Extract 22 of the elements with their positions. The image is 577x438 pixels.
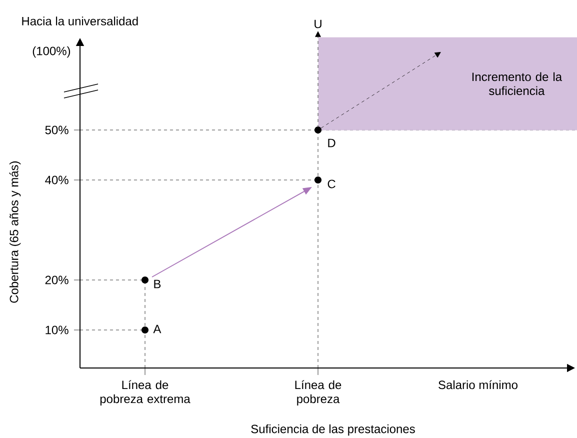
point-dot — [314, 126, 322, 134]
shaded-region: Incremento de la suficiencia — [318, 37, 577, 130]
point-label: C — [328, 180, 336, 188]
axis-title: Cobertura (65 años y más) — [9, 161, 21, 303]
point-label: A — [153, 324, 162, 334]
arrow — [320, 52, 441, 128]
tick-label: Línea de pobreza — [295, 380, 342, 406]
tick-label: 20% — [45, 276, 68, 284]
point-label: D — [328, 138, 336, 148]
axis-title: Suficiencia de las prestaciones — [251, 424, 415, 436]
axis-title: U — [314, 20, 322, 28]
point-label: B — [154, 280, 161, 288]
tick-label: Línea de pobreza extrema — [100, 380, 190, 406]
tick-label: (100%) — [32, 46, 70, 58]
point-dot — [142, 326, 148, 334]
tick-label: 10% — [46, 326, 68, 334]
point-dot — [142, 276, 148, 284]
point-dot — [314, 176, 322, 184]
axis-title: Hacia la universalidad — [22, 16, 138, 26]
tick-label: 50% — [45, 126, 68, 134]
tick-label: Salario mínimo — [438, 380, 518, 390]
tick-label: 40% — [45, 176, 68, 184]
